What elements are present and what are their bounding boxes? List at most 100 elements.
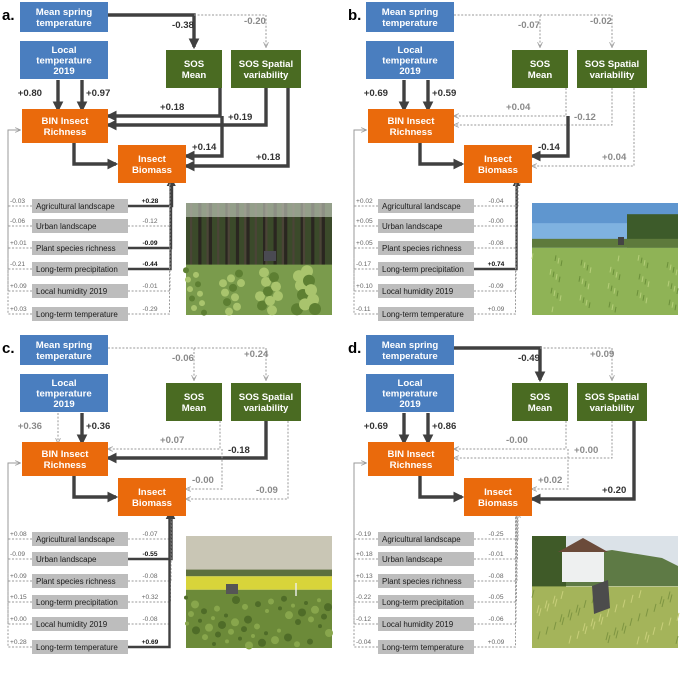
grass-blade [608, 301, 611, 308]
grass-blade [670, 283, 673, 290]
node-sos-mean-label-line-0: SOS [530, 392, 551, 403]
env-var-box [378, 532, 474, 546]
foliage-dot [255, 291, 265, 302]
grass-blade [617, 255, 620, 262]
grass-blade [552, 595, 556, 604]
grass-blade [536, 605, 540, 614]
foliage-dot [309, 303, 321, 316]
edge-sosvar-biomass [529, 421, 636, 505]
node-bin-insect-richness [368, 442, 454, 476]
grass-blade [618, 274, 621, 281]
tree-trunk [302, 203, 306, 273]
node-mean-spring-temperature-label-line-1: temperature [382, 18, 437, 29]
grass-blade [537, 631, 541, 640]
vegetation-dot [241, 626, 247, 633]
vegetation-dot [231, 618, 239, 627]
foliage-dot [201, 309, 207, 316]
grass-blade [667, 280, 670, 287]
grass-blade [550, 287, 553, 294]
grass-blade [645, 297, 648, 304]
env-var-box [32, 574, 128, 588]
coef-env-biomass: -0.44 [142, 261, 157, 268]
coef-env-biomass: -0.08 [488, 240, 503, 247]
grass-blade [636, 636, 640, 645]
grass-blade [553, 621, 557, 630]
coef-env-bin: +0.08 [10, 531, 27, 538]
node-bin-insect-richness [368, 109, 454, 143]
node-bin-insect-richness-label-line-0: BIN Insect [42, 116, 90, 127]
edge-env-bin-3 [7, 129, 32, 270]
edge-env-biomass-4 [474, 513, 517, 625]
coef-env-biomass: -0.07 [142, 531, 157, 538]
grass-blade [569, 612, 573, 621]
panel-a: a.Mean springtemperatureLocaltemperature… [2, 2, 332, 321]
coef-env-biomass: +0.28 [142, 198, 159, 205]
grass-blade [610, 285, 613, 292]
grass-blade [582, 297, 585, 304]
edge-sosmean-bin [454, 421, 567, 449]
tree-trunk [190, 203, 193, 273]
coef-env-biomass: -0.08 [142, 616, 157, 623]
foliage-dot [219, 279, 227, 288]
grass-blade [568, 635, 572, 644]
grass-blade [575, 604, 579, 613]
node-local-temperature-label-line-2: 2019 [53, 399, 74, 410]
grass-blade [531, 253, 534, 260]
vegetation-dot [277, 628, 281, 633]
grass-blade [630, 594, 634, 603]
node-insect-biomass [118, 145, 186, 183]
env-var-box [378, 284, 474, 298]
insect-trap [618, 237, 624, 245]
grass-blade [647, 281, 650, 288]
coef-spring-sosmean: -0.07 [518, 20, 540, 31]
foliage-dot [307, 293, 319, 306]
env-var-box [378, 219, 474, 233]
coef-env-bin: +0.09 [10, 283, 27, 290]
grass-blade [554, 598, 558, 607]
node-bin-insect-richness-label-line-1: Richness [44, 460, 87, 471]
grass-blade [672, 267, 675, 273]
node-local-temperature-label-line-1: temperature [382, 388, 437, 399]
coef-env-biomass: -0.06 [488, 616, 503, 623]
vegetation-dot [317, 598, 321, 603]
grass-blade [576, 630, 580, 639]
node-insect-biomass-label-line-0: Insect [138, 154, 167, 165]
coef-env-bin: +0.02 [356, 198, 373, 205]
grass-blade [643, 260, 646, 266]
grass-blade [640, 257, 643, 264]
node-mean-spring-temperature-label-line-0: Mean spring [36, 7, 93, 18]
edge-sosmean-bin [108, 421, 221, 449]
env-var-box [32, 532, 128, 546]
edge-spring-sosvar [540, 14, 612, 47]
node-sos-mean [512, 383, 568, 421]
grass-blade [552, 271, 555, 278]
site-photo [531, 536, 680, 648]
far-hedge [532, 238, 678, 248]
env-var-label: Plant species richness [36, 577, 116, 586]
env-var-label: Agricultural landscape [36, 202, 115, 211]
grass-blade [652, 626, 656, 636]
panel-letter: b. [348, 7, 361, 24]
node-bin-insect-richness [22, 109, 108, 143]
grass-blade [666, 261, 669, 268]
node-bin-insect-richness-label-line-0: BIN Insect [388, 449, 436, 460]
env-var-label: Plant species richness [36, 244, 116, 253]
grass-blade [614, 306, 617, 313]
edge-sosmean-bin [105, 88, 222, 122]
foliage-dot [305, 284, 317, 297]
node-sos-spatial-variability-label-line-1: variability [244, 403, 289, 414]
node-local-temperature [366, 374, 454, 412]
grass-blade [646, 262, 649, 269]
edge-env-bin-1 [7, 129, 32, 227]
edge-sosvar-biomass [532, 88, 635, 166]
coef-sosvar-biomass: +0.20 [602, 485, 626, 496]
node-local-temperature-label-line-1: temperature [382, 55, 437, 66]
env-var-box [378, 595, 474, 609]
grass-blade [644, 278, 647, 285]
grass-blade [561, 617, 565, 626]
grass-blade [641, 276, 644, 283]
coef-env-bin: +0.05 [356, 218, 373, 225]
tree [532, 536, 566, 592]
node-local-temperature-label-line-0: Local [397, 45, 422, 56]
node-sos-spatial-variability-label-line-1: variability [244, 70, 289, 81]
